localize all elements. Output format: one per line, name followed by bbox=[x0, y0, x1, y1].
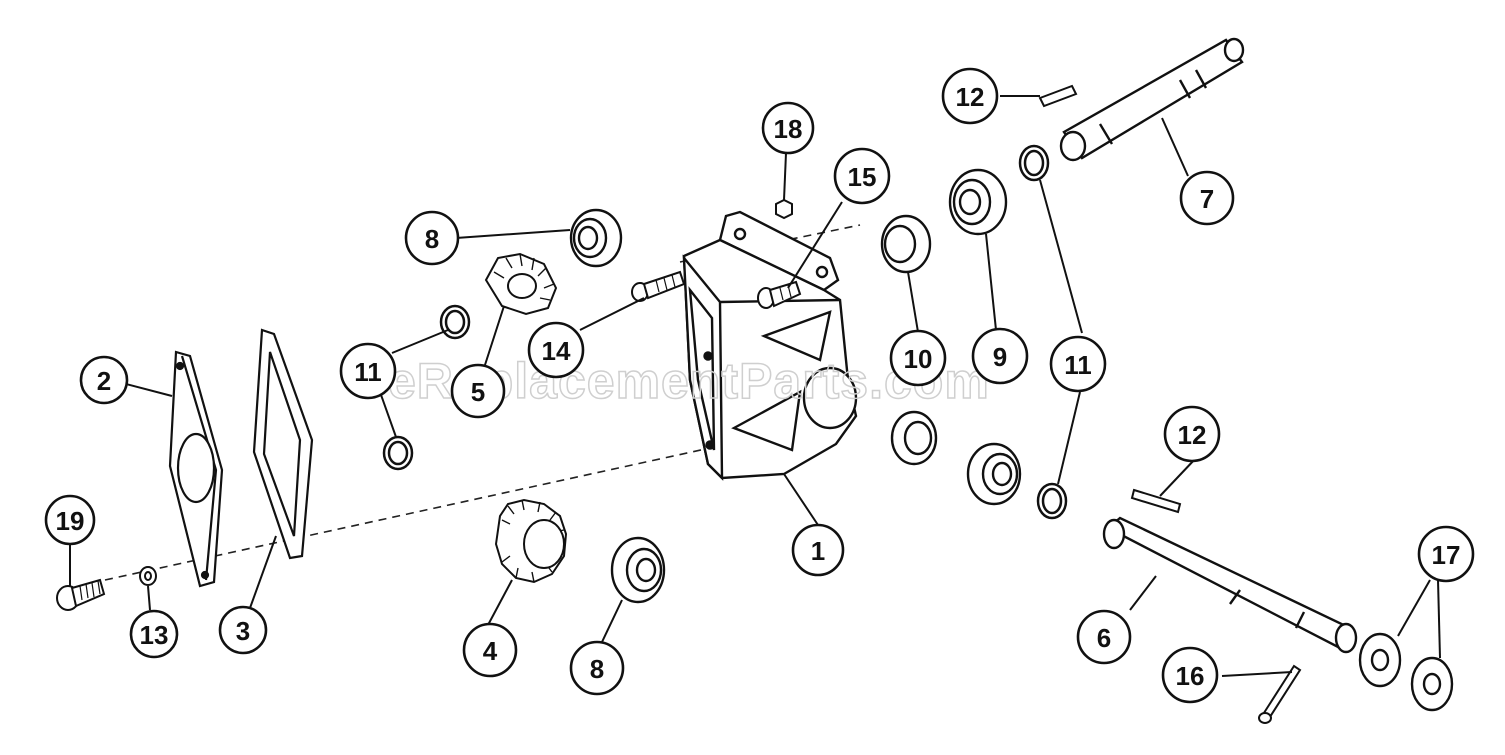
callout-labels: 1 2 3 4 5 6 7 8 8 9 10 11 11 12 12 13 14… bbox=[56, 82, 1461, 691]
callout-17-label: 17 bbox=[1432, 540, 1461, 570]
callout-4-circle bbox=[462, 622, 518, 678]
callout-12b-circle bbox=[1163, 405, 1221, 463]
callout-6-circle bbox=[1076, 609, 1132, 665]
callout-11b-label: 11 bbox=[1064, 350, 1092, 380]
part-12-keys bbox=[1038, 84, 1182, 514]
callout-13-circle bbox=[129, 609, 179, 659]
callout-12a-circle bbox=[941, 67, 999, 125]
callout-10-circle bbox=[889, 329, 947, 387]
callout-18-label: 18 bbox=[774, 114, 803, 144]
callout-15-circle bbox=[833, 147, 891, 205]
callout-7-label: 7 bbox=[1200, 184, 1214, 214]
callout-8b-label: 8 bbox=[590, 654, 604, 684]
callout-3-label: 3 bbox=[236, 616, 250, 646]
part-4-spur-gear bbox=[494, 498, 568, 584]
callout-9-circle bbox=[971, 327, 1029, 385]
callout-12b-label: 12 bbox=[1178, 420, 1207, 450]
callout-16-circle bbox=[1161, 646, 1219, 704]
part-11-snap-rings-right bbox=[1018, 144, 1068, 520]
part-1-gear-case bbox=[682, 210, 858, 481]
part-9-bearings bbox=[948, 168, 1022, 506]
part-6-shaft-lower bbox=[1102, 516, 1358, 654]
part-19-bolt bbox=[56, 578, 106, 611]
callout-8a-circle bbox=[404, 210, 460, 266]
callouts bbox=[44, 67, 1475, 704]
part-17-washers bbox=[1358, 632, 1454, 712]
callout-9-label: 9 bbox=[993, 342, 1007, 372]
callout-13-label: 13 bbox=[140, 620, 169, 650]
part-2-cover-plate bbox=[168, 350, 224, 588]
callout-8b-circle bbox=[569, 640, 625, 696]
callout-18-circle bbox=[761, 101, 815, 155]
callout-11a-label: 11 bbox=[354, 357, 382, 387]
part-7-shaft-upper bbox=[1059, 37, 1245, 162]
part-8-bearing-upper bbox=[569, 208, 623, 268]
callout-1-label: 1 bbox=[811, 536, 825, 566]
leader-lines bbox=[69, 95, 1441, 677]
part-13-lockwasher bbox=[139, 566, 157, 586]
callout-4-label: 4 bbox=[483, 636, 498, 666]
part-11-snap-rings-left bbox=[382, 304, 471, 471]
callout-15-label: 15 bbox=[848, 162, 877, 192]
callout-11b-circle bbox=[1049, 335, 1107, 393]
callout-12a-label: 12 bbox=[956, 82, 985, 112]
callout-2-label: 2 bbox=[97, 366, 111, 396]
callout-17-circle bbox=[1417, 525, 1475, 583]
callout-6-label: 6 bbox=[1097, 623, 1111, 653]
part-14-stud bbox=[631, 270, 686, 302]
callout-1-circle bbox=[791, 523, 845, 577]
part-15-screw bbox=[757, 280, 802, 309]
part-10-oil-seals bbox=[880, 214, 938, 466]
callout-14-label: 14 bbox=[542, 336, 571, 366]
callout-7-circle bbox=[1179, 170, 1235, 226]
callout-3-circle bbox=[218, 605, 268, 655]
callout-5-label: 5 bbox=[471, 377, 485, 407]
part-18-nut bbox=[775, 198, 793, 220]
part-16-cotter-pin bbox=[1258, 664, 1302, 724]
callout-5-circle bbox=[450, 363, 506, 419]
part-5-bevel-gear bbox=[484, 252, 558, 316]
callout-14-circle bbox=[527, 321, 585, 379]
callout-19-circle bbox=[44, 494, 96, 546]
callout-16-label: 16 bbox=[1176, 661, 1205, 691]
callout-2-circle bbox=[79, 355, 129, 405]
callout-10-label: 10 bbox=[904, 344, 933, 374]
part-3-gasket bbox=[252, 328, 314, 560]
callout-19-label: 19 bbox=[56, 506, 85, 536]
callout-11a-circle bbox=[339, 342, 397, 400]
part-8-bearing-lower bbox=[610, 536, 666, 604]
callout-8a-label: 8 bbox=[425, 224, 439, 254]
